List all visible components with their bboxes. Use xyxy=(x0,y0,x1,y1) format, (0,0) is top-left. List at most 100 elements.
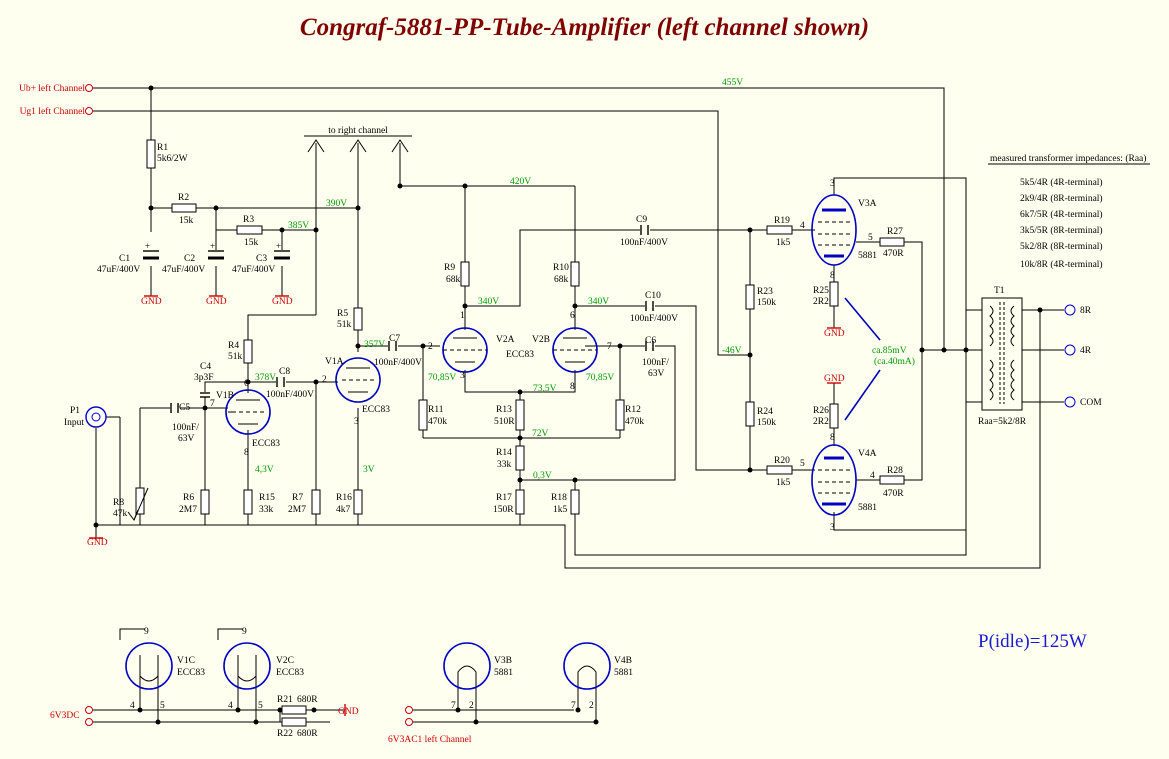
comp-name: R5 xyxy=(337,309,348,319)
svg-text:6: 6 xyxy=(570,311,575,321)
comp-value: 510R xyxy=(494,417,515,427)
tubes xyxy=(125,194,857,690)
comp-value: 68k xyxy=(446,275,461,285)
svg-text:4: 4 xyxy=(870,471,875,481)
svg-text:9: 9 xyxy=(144,627,149,637)
voltage-label: 340V xyxy=(588,297,609,307)
svg-text:3: 3 xyxy=(354,417,359,427)
voltage-label: 390V xyxy=(326,199,347,209)
gnd-label-r26: GND xyxy=(824,374,845,384)
tube-type: 5881 xyxy=(614,668,633,678)
voltage-label: 72V xyxy=(532,429,549,439)
svg-text:8: 8 xyxy=(830,271,835,281)
voltage-label: 378V xyxy=(255,373,276,383)
output-4r-label: 4R xyxy=(1080,346,1092,356)
comp-value: 150k xyxy=(757,418,776,428)
comp-value: 100nF/ xyxy=(172,423,199,433)
comp-name: R7 xyxy=(292,493,303,503)
voltage-label: 385V xyxy=(288,221,309,231)
output-8r-label: 8R xyxy=(1080,306,1092,316)
tube-label: V1C xyxy=(177,656,195,666)
svg-text:4: 4 xyxy=(130,701,135,711)
comp-value: 2R2 xyxy=(813,297,829,307)
svg-text:2: 2 xyxy=(428,342,433,352)
comp-value: 680R xyxy=(297,695,318,705)
impedance-title: measured transformer impedances: (Raa) xyxy=(990,153,1146,164)
comp-value: 150k xyxy=(757,298,776,308)
comp-value: 1k5 xyxy=(776,238,791,248)
svg-text:8: 8 xyxy=(830,433,835,443)
svg-text:2: 2 xyxy=(589,701,594,711)
comp-name: C5 xyxy=(179,403,190,413)
to-right-channel-label: to right channel xyxy=(328,126,388,136)
comp-value: 4k7 xyxy=(336,505,351,515)
voltage-label: 70,85V xyxy=(586,373,614,383)
svg-text:1: 1 xyxy=(460,311,465,321)
connector-terminals xyxy=(85,84,413,726)
comp-name: R24 xyxy=(757,407,773,417)
comp-name: C7 xyxy=(389,334,400,344)
junction-dots xyxy=(93,85,1043,725)
comp-value: 33k xyxy=(259,505,274,515)
output-com-label: COM xyxy=(1080,398,1102,408)
comp-name: R22 xyxy=(277,729,293,739)
comp-name: C10 xyxy=(645,291,661,301)
impedance-row: 10k/8R (4R-terminal) xyxy=(1020,259,1103,270)
voltage-label: -46V xyxy=(722,346,742,356)
svg-text:7: 7 xyxy=(451,701,456,711)
heater-ac-label: 6V3AC1 left Channel xyxy=(388,734,472,745)
comp-name: R3 xyxy=(243,215,254,225)
comp-name: R12 xyxy=(625,405,641,415)
comp-name: R11 xyxy=(428,405,444,415)
comp-value: 5k6/2W xyxy=(157,154,188,164)
comp-name: C9 xyxy=(636,215,647,225)
input-jack xyxy=(85,406,107,428)
svg-text:3: 3 xyxy=(460,371,465,381)
tube-label: V4A xyxy=(858,449,877,459)
heater-dc-label: 6V3DC xyxy=(50,711,80,721)
svg-text:7: 7 xyxy=(210,399,215,409)
voltage-label: 4,3V xyxy=(255,465,274,475)
svg-text:6: 6 xyxy=(244,379,249,389)
svg-text:2: 2 xyxy=(469,701,474,711)
diagram-title: Congraf-5881-PP-Tube-Amplifier (left cha… xyxy=(299,14,870,41)
comp-value: 47uF/400V xyxy=(162,265,205,275)
voltage-label: 73,5V xyxy=(533,384,557,394)
comp-value: 3p3F xyxy=(194,373,214,383)
ub-input-label: Ub+ left Channel xyxy=(19,83,85,94)
voltage-label: 340V xyxy=(478,297,499,307)
svg-text:5: 5 xyxy=(160,701,165,711)
voltage-label: 357V xyxy=(364,340,385,350)
comp-name: R28 xyxy=(887,466,903,476)
tube-type: ECC83 xyxy=(252,439,280,449)
comp-value: 51k xyxy=(337,320,352,330)
tube-label: V2A xyxy=(496,335,515,345)
comp-value: 15k xyxy=(179,216,194,226)
svg-text:9: 9 xyxy=(242,627,247,637)
comp-name: R1 xyxy=(157,143,168,153)
impedance-row: 2k9/4R (8R-terminal) xyxy=(1020,193,1103,204)
measurement-arrows xyxy=(844,297,881,421)
comp-value: 63V xyxy=(178,434,195,444)
svg-text:2: 2 xyxy=(322,375,327,385)
svg-text:7: 7 xyxy=(571,701,576,711)
transformer-name: T1 xyxy=(994,286,1005,296)
comp-value: 100nF/400V xyxy=(630,314,678,324)
voltage-label: 455V xyxy=(722,78,743,88)
svg-text:5: 5 xyxy=(258,701,263,711)
comp-name: R23 xyxy=(757,287,773,297)
comp-name: R21 xyxy=(277,695,293,705)
tube-type: ECC83 xyxy=(506,350,534,360)
tube-type: 5881 xyxy=(858,503,877,513)
comp-value: 100nF/400V xyxy=(374,358,422,368)
p1-label: P1 xyxy=(70,406,80,416)
impedance-row: 6k7/5R (4R-terminal) xyxy=(1020,209,1103,220)
comp-name: R13 xyxy=(496,405,512,415)
comp-name: C3 xyxy=(256,254,267,264)
comp-value: 1k5 xyxy=(776,478,791,488)
tube-type: ECC83 xyxy=(362,405,390,415)
comp-value: 100nF/ xyxy=(642,358,669,368)
comp-value: 47k xyxy=(113,509,128,519)
